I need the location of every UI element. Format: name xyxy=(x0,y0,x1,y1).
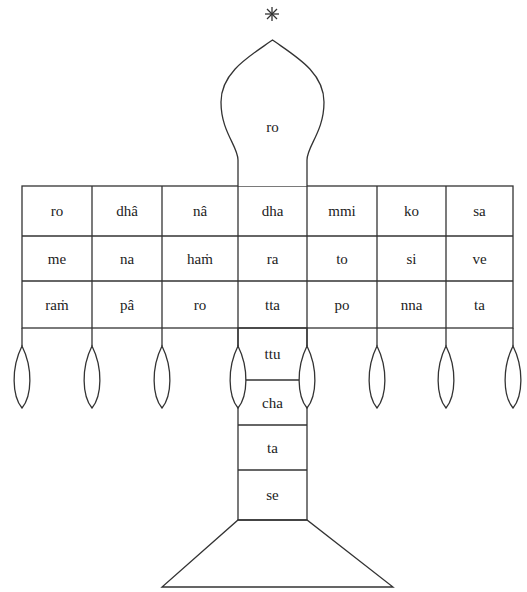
pendant-drop xyxy=(230,346,246,408)
grid-cell: ko xyxy=(404,202,419,220)
grid-cell: dhâ xyxy=(116,202,138,220)
grid-cell: haṁ xyxy=(187,250,213,268)
grid-cell: dha xyxy=(262,202,284,220)
pendant-drop xyxy=(369,346,385,408)
grid-cell: ro xyxy=(194,296,207,314)
dome-syllable: ro xyxy=(266,118,279,136)
grid-cell: mmi xyxy=(328,202,356,220)
grid-cell: me xyxy=(48,250,66,268)
grid-cell: pâ xyxy=(120,296,134,314)
syllable-grid xyxy=(22,186,513,328)
drop-string xyxy=(306,328,307,346)
grid-cell: nâ xyxy=(193,202,207,220)
pendant-drop xyxy=(505,346,521,408)
grid-cell: si xyxy=(406,250,416,268)
drop-string xyxy=(91,328,92,346)
drop-string xyxy=(161,328,162,346)
grid-cell: ro xyxy=(51,202,64,220)
drop-string xyxy=(445,328,446,346)
drop-string xyxy=(376,328,377,346)
grid-cell: na xyxy=(120,250,134,268)
pendant-drop xyxy=(14,346,30,408)
lamp-base xyxy=(162,520,393,587)
grid-cell: po xyxy=(335,296,350,314)
stem-cell: cha xyxy=(262,394,283,412)
grid-cell: ta xyxy=(474,296,485,314)
grid-cell: to xyxy=(336,250,348,268)
pendant-drop xyxy=(438,346,454,408)
grid-cell: sa xyxy=(473,202,486,220)
grid-cell: nna xyxy=(401,296,423,314)
drop-string xyxy=(21,328,22,346)
dome-outline xyxy=(220,28,325,186)
lamp-stem xyxy=(238,328,307,520)
stem-cell: ta xyxy=(267,439,278,457)
drop-string xyxy=(237,328,238,346)
pendant-drop xyxy=(299,346,315,408)
drop-string xyxy=(512,328,513,346)
grid-cell: ra xyxy=(267,250,279,268)
star-symbol xyxy=(265,7,279,21)
pendant-drop xyxy=(84,346,100,408)
grid-cell: ve xyxy=(472,250,486,268)
dome-shape: ro xyxy=(220,28,325,186)
pendant-drop xyxy=(154,346,170,408)
stem-cell: ttu xyxy=(265,345,281,363)
grid-cell: raṁ xyxy=(45,296,68,314)
grid-cell: tta xyxy=(265,296,280,314)
stem-cell: se xyxy=(266,486,279,504)
